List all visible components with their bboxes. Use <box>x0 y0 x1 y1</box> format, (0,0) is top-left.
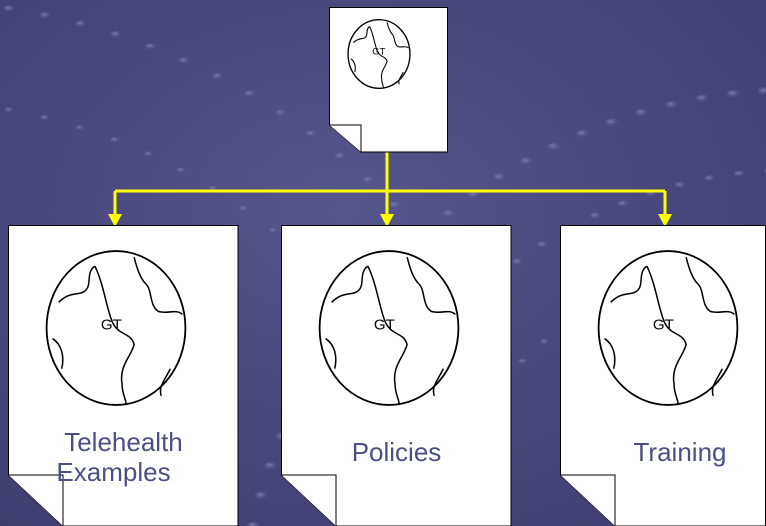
child-label-policies: Policies <box>351 437 442 467</box>
background-dot <box>518 358 529 365</box>
background-dot <box>178 56 191 65</box>
background-dot <box>726 89 741 99</box>
background-dot <box>362 176 375 184</box>
background-dot <box>305 130 318 138</box>
child-document-policies: GT Policies <box>281 225 512 526</box>
background-dot <box>246 521 261 526</box>
background-dot <box>704 174 717 183</box>
child-document-telehealth: GT Telehealth Examples <box>8 225 239 526</box>
globe-icon: GT <box>318 250 460 406</box>
svg-text:GT: GT <box>374 317 395 334</box>
background-dot <box>540 338 550 345</box>
background-dot <box>176 167 187 174</box>
background-dot <box>576 129 590 138</box>
background-dot <box>492 173 507 182</box>
background-dot <box>389 201 401 209</box>
svg-text:GT: GT <box>653 317 674 334</box>
background-dot <box>442 209 457 218</box>
globe-icon: GT <box>45 250 187 406</box>
globe-icon: GT <box>597 250 739 406</box>
background-dot <box>244 90 256 98</box>
background-dot <box>143 151 154 157</box>
background-dot <box>536 241 549 249</box>
label-line-1: Telehealth <box>64 427 183 457</box>
background-dot <box>268 227 279 234</box>
background-dot <box>4 107 15 113</box>
background-dot <box>264 461 279 470</box>
background-dot <box>763 168 766 174</box>
background-dot <box>334 152 347 160</box>
label-line-2: Examples <box>56 457 171 487</box>
background-dot <box>40 114 51 121</box>
background-dot <box>511 258 524 266</box>
background-dot <box>239 205 250 212</box>
background-dot <box>211 72 224 80</box>
background-dot <box>519 157 534 166</box>
background-dot <box>757 86 766 96</box>
background-dot <box>467 190 481 199</box>
child-label-telehealth: Telehealth Examples <box>8 427 239 487</box>
background-dot <box>674 181 687 189</box>
svg-text:GT: GT <box>372 46 385 57</box>
background-dot <box>605 118 620 127</box>
background-dot <box>634 108 649 118</box>
background-dot <box>144 42 157 51</box>
background-dot <box>733 170 746 178</box>
svg-text:GT: GT <box>101 317 122 334</box>
background-dot <box>695 94 710 103</box>
background-dot <box>110 30 123 38</box>
background-dot <box>275 109 288 117</box>
background-dot <box>75 20 88 28</box>
background-dot <box>547 142 562 151</box>
child-document-training: GT Training <box>560 225 766 526</box>
root-document: GT <box>329 7 449 157</box>
background-dot <box>665 100 680 110</box>
background-dot <box>589 212 602 220</box>
background-dot <box>39 11 52 19</box>
background-dot <box>75 124 86 131</box>
child-label-training: Training <box>633 437 727 467</box>
background-dot <box>110 136 120 143</box>
background-dot <box>254 491 269 500</box>
background-dot <box>3 5 16 13</box>
globe-icon: GT <box>347 19 411 89</box>
background-dot <box>617 200 630 208</box>
